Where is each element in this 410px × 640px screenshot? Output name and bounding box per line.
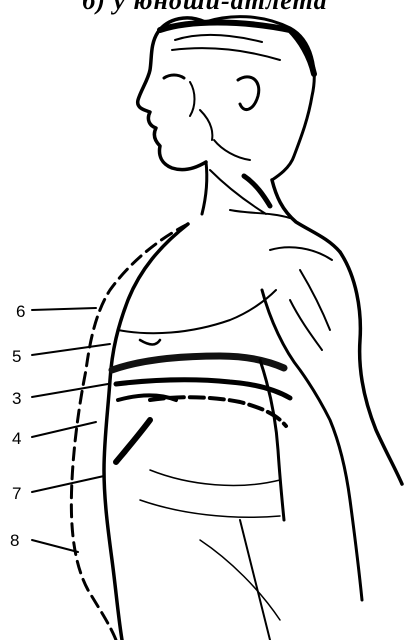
label-3: 3	[12, 389, 21, 408]
neck-shoulders	[202, 162, 340, 252]
body-front-contour	[104, 224, 188, 640]
label-7: 7	[12, 484, 21, 503]
head-drawing	[138, 17, 315, 180]
label-5: 5	[12, 347, 21, 366]
dashed-reference-contour	[71, 224, 188, 640]
label-8: 8	[10, 531, 19, 550]
label-6: 6	[16, 302, 25, 321]
torso-shading	[112, 290, 290, 640]
label-4: 4	[12, 429, 21, 448]
